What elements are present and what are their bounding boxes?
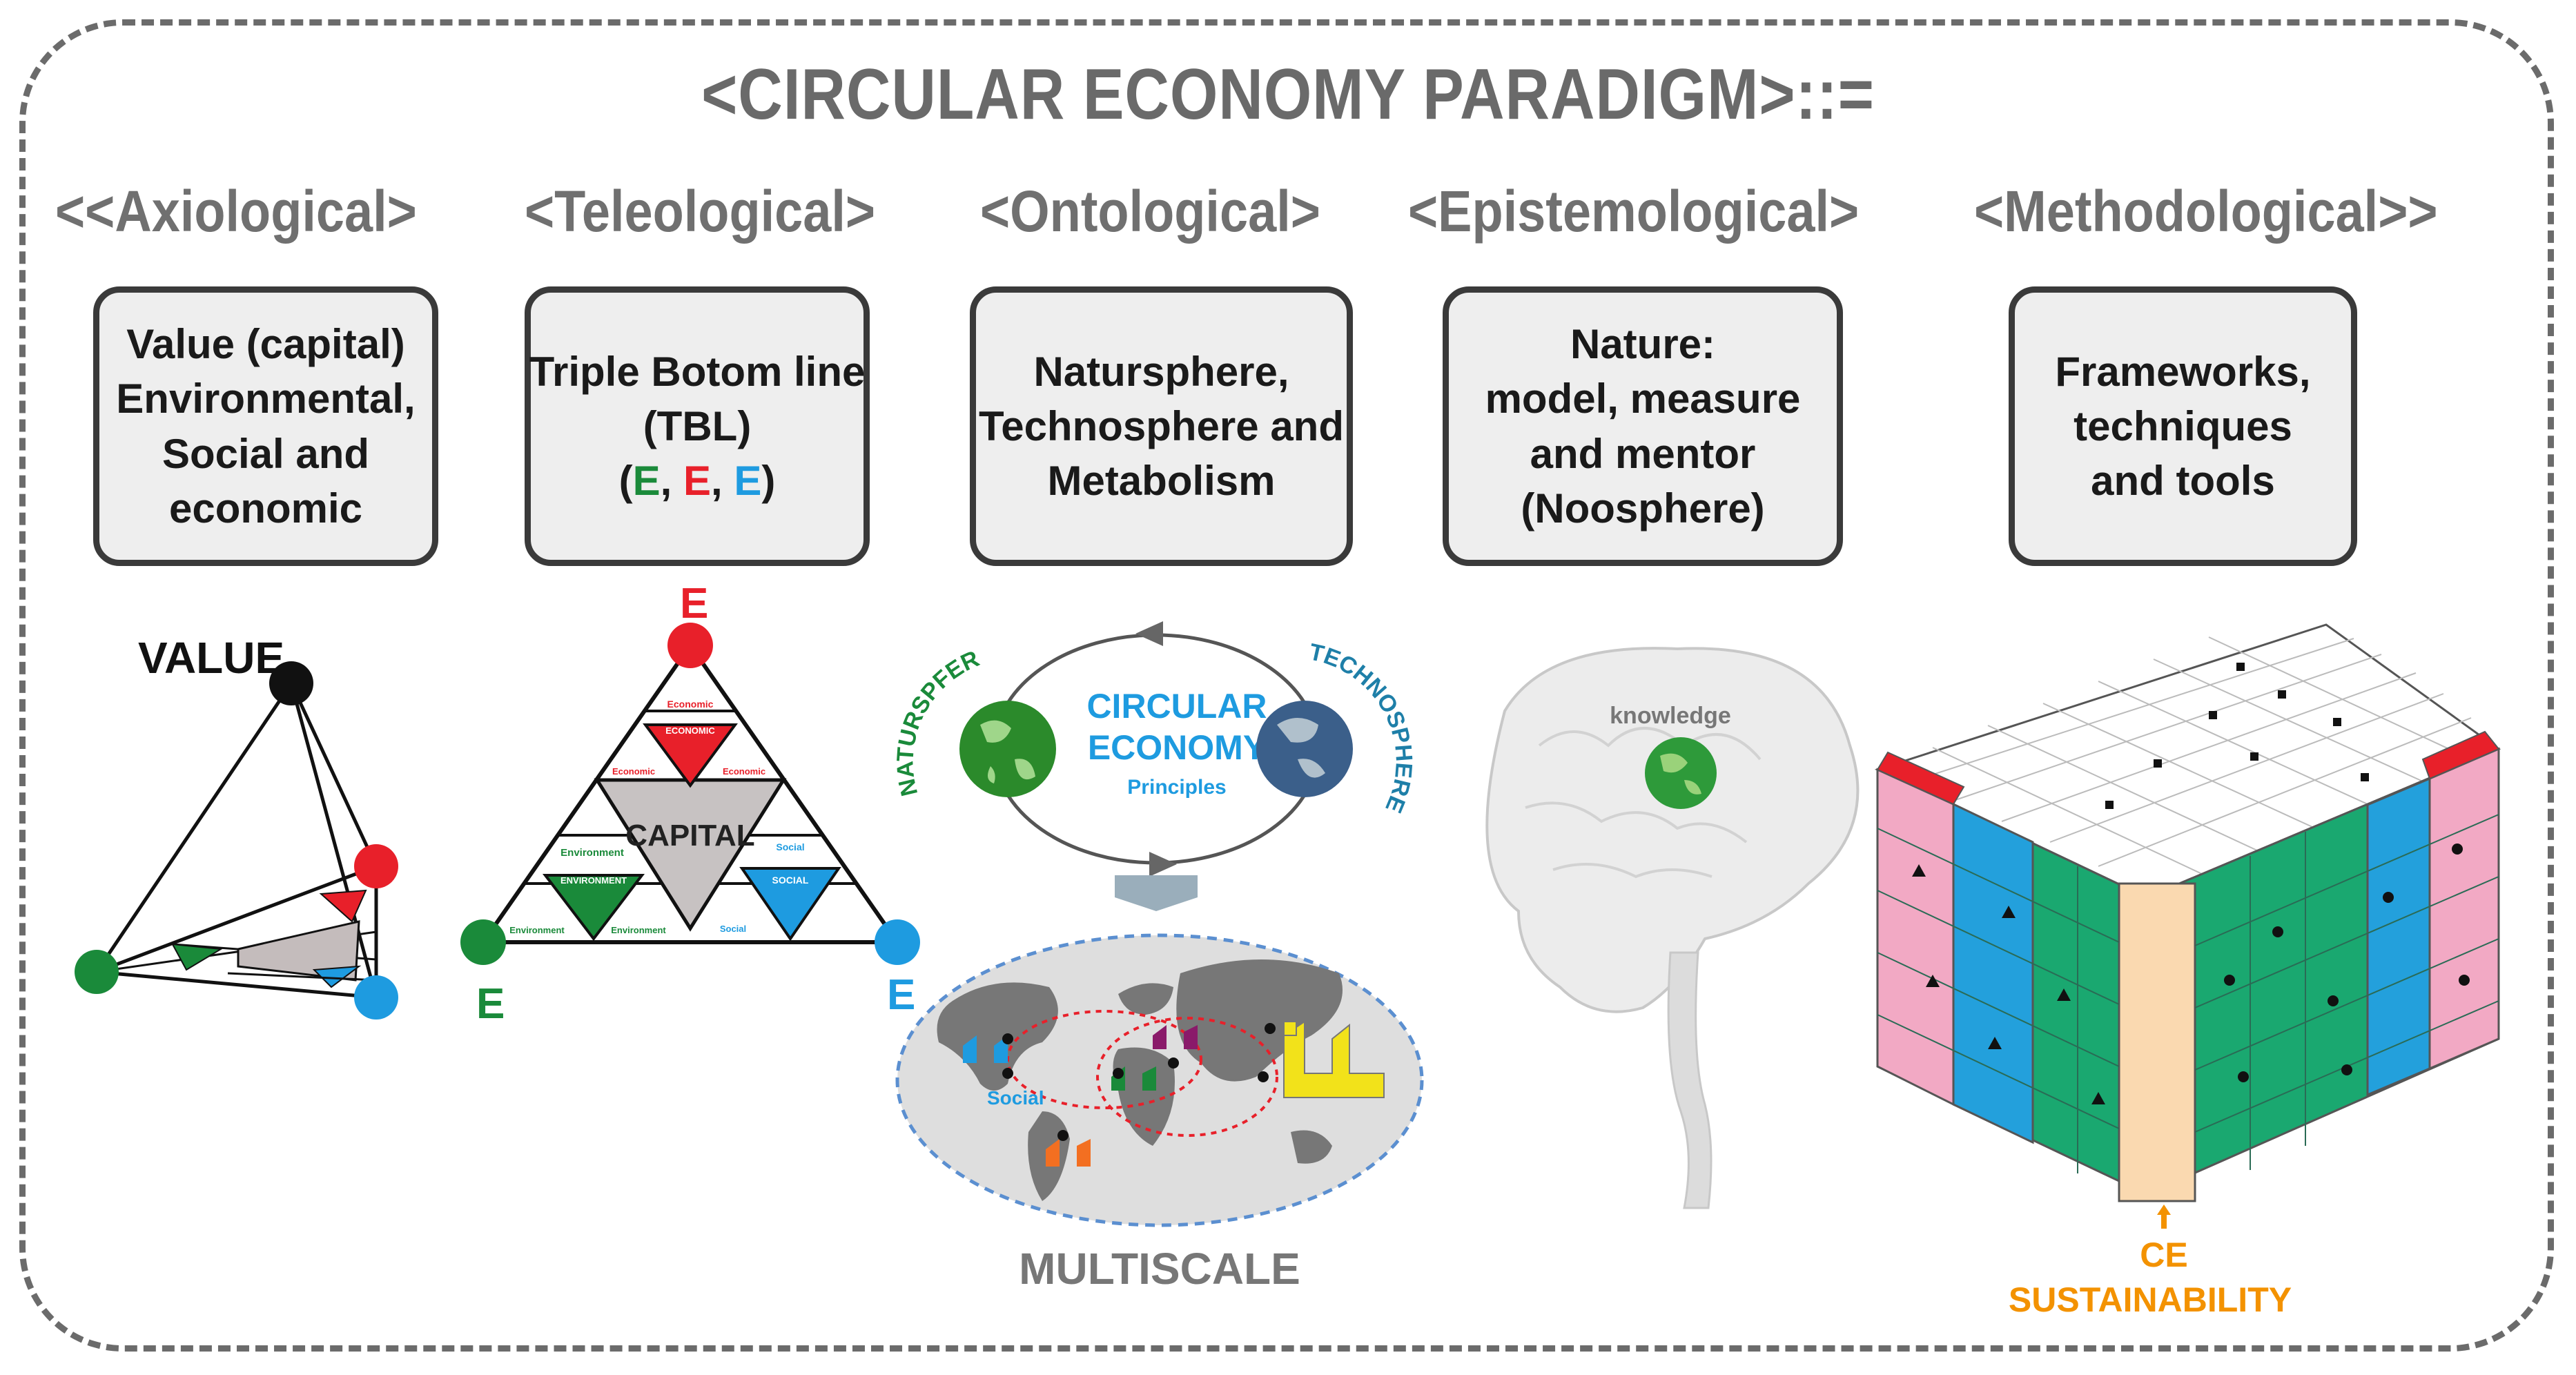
box-line: Value (capital) [126,321,405,368]
heading-axiological: <<Axiological> [55,179,417,244]
eee-open: ( [618,458,633,505]
tbl-env-box: ENVIRONMENT [560,875,627,886]
heading-teleological: <Teleological> [525,179,876,244]
diagram-title: <CIRCULAR ECONOMY PARADIGM>::= [701,55,1875,135]
box-line: (Noosphere) [1521,485,1765,532]
tbl-env-bottom-right: Environment [611,925,666,935]
box-line: Environmental, [116,376,416,422]
box-line: Technosphere and [979,402,1344,449]
value-label: VALUE [138,633,284,683]
tbl-env-top: Environment [560,847,624,859]
tbl-env-bottom-left: Environment [509,925,565,935]
box-methodological: Frameworks, techniques and tools [2009,286,2357,566]
box-line: Nature: [1570,321,1716,368]
eee-red: E [683,458,712,505]
box-line: Frameworks, [2055,348,2311,395]
tbl-right-e: E [887,971,915,1019]
down-chevron [1115,875,1198,911]
box-line: model, measure [1485,376,1801,422]
box-line: Triple Botom line [529,348,866,395]
ce-economy: ECONOMY [1088,728,1266,767]
cycle-arrow-bottom [1149,852,1177,877]
box-line: Metabolism [1047,458,1276,505]
cube-top-grid [1904,636,2472,875]
eee-green: E [632,458,661,505]
box-line: techniques [2074,402,2292,449]
multiscale-label: MULTISCALE [1019,1244,1300,1294]
multiscale-map: Social MULTISCALE [895,933,1424,1294]
heading-epistemological: <Epistemological> [1408,179,1860,244]
tbl-economic-top: Economic [667,699,714,710]
ce-circular: CIRCULAR [1086,687,1267,725]
method-cube: CE SUSTAINABILITY [1874,623,2501,1319]
eee-sep: , [711,458,734,505]
tbl-social-bottom: Social [720,924,746,934]
eee-blue: E [734,458,762,505]
value-tetrahedron: VALUE [75,633,398,1020]
eee-close: ) [761,458,776,505]
heading-methodological: <Methodological>> [1974,179,2438,244]
globe-green [959,701,1056,797]
tbl-economic-right: Economic [723,766,765,777]
heading-ontological: <Ontological> [980,179,1320,244]
cube-ce: CE [2140,1236,2187,1274]
box-line: Natursphere, [1033,348,1289,395]
cube-sustainability: SUSTAINABILITY [2009,1280,2292,1319]
cycle-arrow-top [1135,621,1163,646]
box-line: economic [168,485,363,532]
dashed-frame [19,19,2554,1352]
ce-principles: Principles [1127,776,1226,799]
box-line: and tools [2091,458,2275,505]
box-epistemological: Nature: model, measure and mentor (Noosp… [1443,286,1843,566]
tbl-top-e: E [680,580,708,627]
box-line: and mentor [1530,430,1756,477]
box-axiological: Value (capital) Environmental, Social an… [93,286,438,566]
map-social: Social [987,1087,1044,1109]
tbl-triangle: E E E CAPITAL Economic ECONOMIC Economic… [460,580,920,1028]
brain-knowledge: knowledge [1610,703,1731,729]
box-teleological: Triple Botom line (TBL) (E, E, E) [525,286,870,566]
tbl-economic-box: ECONOMIC [665,725,715,736]
cube-side-marks [1912,843,2470,1104]
eee-line: (E, E, E) [619,454,776,508]
tbl-left-e: E [476,980,505,1028]
box-line: Social and [162,430,370,477]
brain-illustration: knowledge [1485,647,1860,1209]
tbl-economic-left: Economic [612,766,655,777]
tbl-social-box: SOCIAL [772,875,809,886]
cube-top-dots [2105,663,2369,809]
eee-sep: , [660,458,683,505]
cube-side-grid [1877,814,2499,1173]
tbl-capital: CAPITAL [625,819,754,852]
globe-blue [1256,701,1353,797]
tbl-social-top: Social [776,841,804,852]
box-ontological: Natursphere, Technosphere and Metabolism [970,286,1353,566]
box-line: (TBL) [643,402,752,449]
